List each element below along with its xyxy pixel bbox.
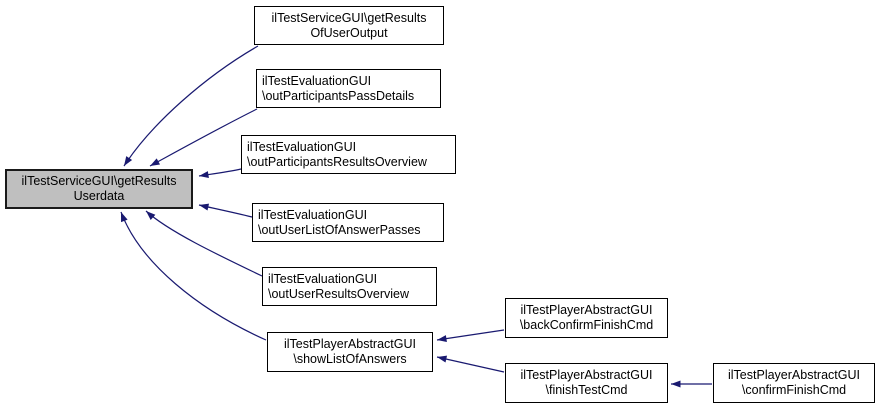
call-edge-finishTestCmd-to-showListOfAnswers [436,355,505,373]
graph-node-label-line: \confirmFinishCmd [741,383,847,397]
graph-node-label-line: ilTestServiceGUI\getResults [21,174,177,188]
graph-node-outUserResultsOverview[interactable]: ilTestEvaluationGUI\outUserResultsOvervi… [262,267,437,306]
graph-node-label-line: \outParticipantsResultsOverview [247,154,427,169]
graph-node-showListOfAnswers[interactable]: ilTestPlayerAbstractGUI\showListOfAnswer… [267,332,433,372]
graph-node-backConfirmFinishCmd[interactable]: ilTestPlayerAbstractGUI\backConfirmFinis… [505,298,668,338]
call-edge-showListOfAnswers-to-getResultsUserdata [120,211,267,341]
graph-node-finishTestCmd[interactable]: ilTestPlayerAbstractGUI\finishTestCmd [505,363,668,403]
graph-node-label-line: \outParticipantsPassDetails [262,88,415,103]
graph-node-label-line: ilTestEvaluationGUI [268,271,378,286]
call-edge-outUserListOfAnswerPasses-to-getResultsUserdata [198,203,253,218]
graph-node-outUserListOfAnswerPasses[interactable]: ilTestEvaluationGUI\outUserListOfAnswerP… [252,203,444,242]
call-edge-outUserResultsOverview-to-getResultsUserdata [145,210,263,277]
graph-node-outParticipantsResultsOverview[interactable]: ilTestEvaluationGUI\outParticipantsResul… [241,135,456,174]
graph-node-label-line: ilTestEvaluationGUI [262,73,372,88]
graph-node-label-line: ilTestPlayerAbstractGUI [520,368,653,382]
graph-node-label-line: OfUserOutput [310,25,388,40]
call-edge-backConfirmFinishCmd-to-showListOfAnswers [436,329,505,343]
call-edge-outParticipantsPassDetails-to-getResultsUserdata [149,108,258,167]
graph-node-label-line: \outUserListOfAnswerPasses [258,222,421,237]
graph-node-label-line: ilTestPlayerAbstractGUI [284,337,416,351]
graph-node-label-line: ilTestServiceGUI\getResults [271,10,427,25]
graph-node-label-line: \showListOfAnswers [293,352,407,366]
graph-node-label-line: \backConfirmFinishCmd [519,318,654,332]
graph-node-outParticipantsPassDetails[interactable]: ilTestEvaluationGUI\outParticipantsPassD… [256,69,441,108]
call-edge-getResultsOfUserOutput-to-getResultsUserdata [123,45,259,167]
graph-node-label-line: ilTestPlayerAbstractGUI [520,303,653,317]
graph-node-label-line: \finishTestCmd [545,383,628,397]
graph-node-label-line: \outUserResultsOverview [268,286,410,301]
call-edge-outParticipantsResultsOverview-to-getResultsUserdata [198,168,242,179]
graph-node-label-line: Userdata [73,189,125,203]
graph-node-label-line: ilTestPlayerAbstractGUI [728,368,860,382]
graph-node-confirmFinishCmd[interactable]: ilTestPlayerAbstractGUI\confirmFinishCmd [713,363,875,403]
graph-node-label-line: ilTestEvaluationGUI [258,207,368,222]
graph-node-label-line: ilTestEvaluationGUI [247,139,357,154]
